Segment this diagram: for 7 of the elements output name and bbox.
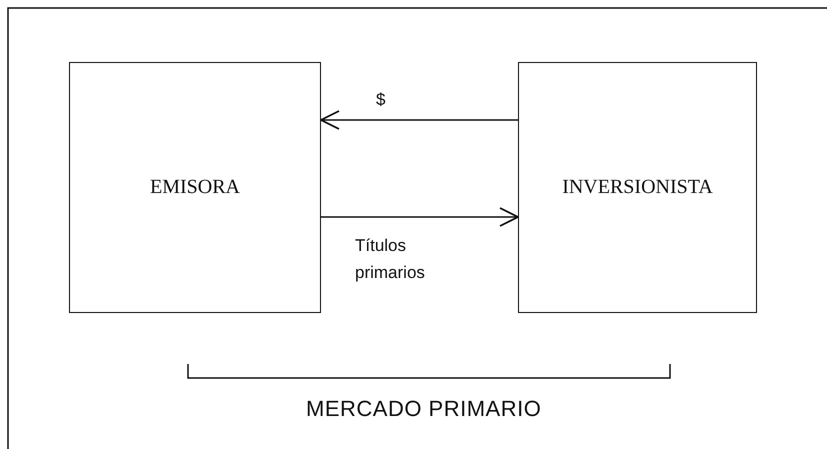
entity-name: INVERSIONISTA: [562, 176, 713, 199]
arrow: [320, 110, 518, 130]
arrow: [321, 207, 519, 227]
entity-box: [518, 62, 757, 313]
entity-box: [69, 62, 321, 313]
section-label: MERCADO PRIMARIO: [306, 396, 542, 422]
entity-name: EMISORA: [150, 176, 240, 199]
